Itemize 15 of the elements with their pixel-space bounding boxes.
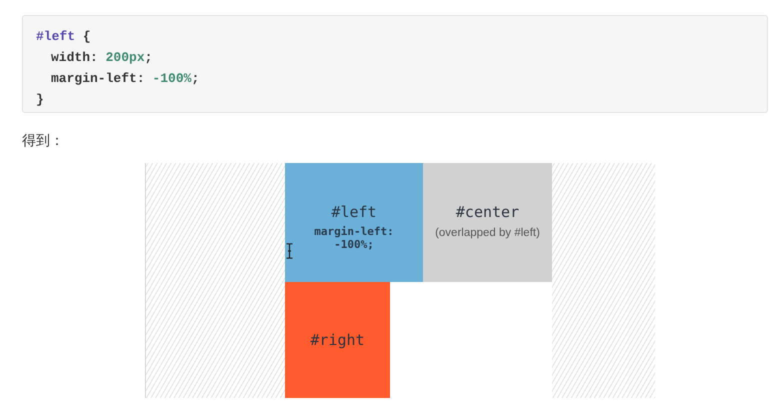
code-line: width: 200px; <box>51 49 152 67</box>
code-block <box>22 15 768 113</box>
layout-block <box>285 282 390 398</box>
box-heading: #center <box>456 202 520 222</box>
code-line: #left { <box>36 28 91 46</box>
caption-text: 得到： <box>22 131 64 149</box>
layout-container <box>145 163 655 398</box>
layout-block <box>423 163 552 282</box>
code-line: } <box>36 91 44 109</box>
code-line: margin-left: -100%; <box>51 70 200 88</box>
layout-block <box>285 163 423 282</box>
box-heading: #right <box>310 330 365 350</box>
box-heading: #left <box>331 202 377 222</box>
css-declaration: margin-left: -100%; <box>313 225 395 251</box>
box-note: (overlapped by #left) <box>435 226 540 240</box>
